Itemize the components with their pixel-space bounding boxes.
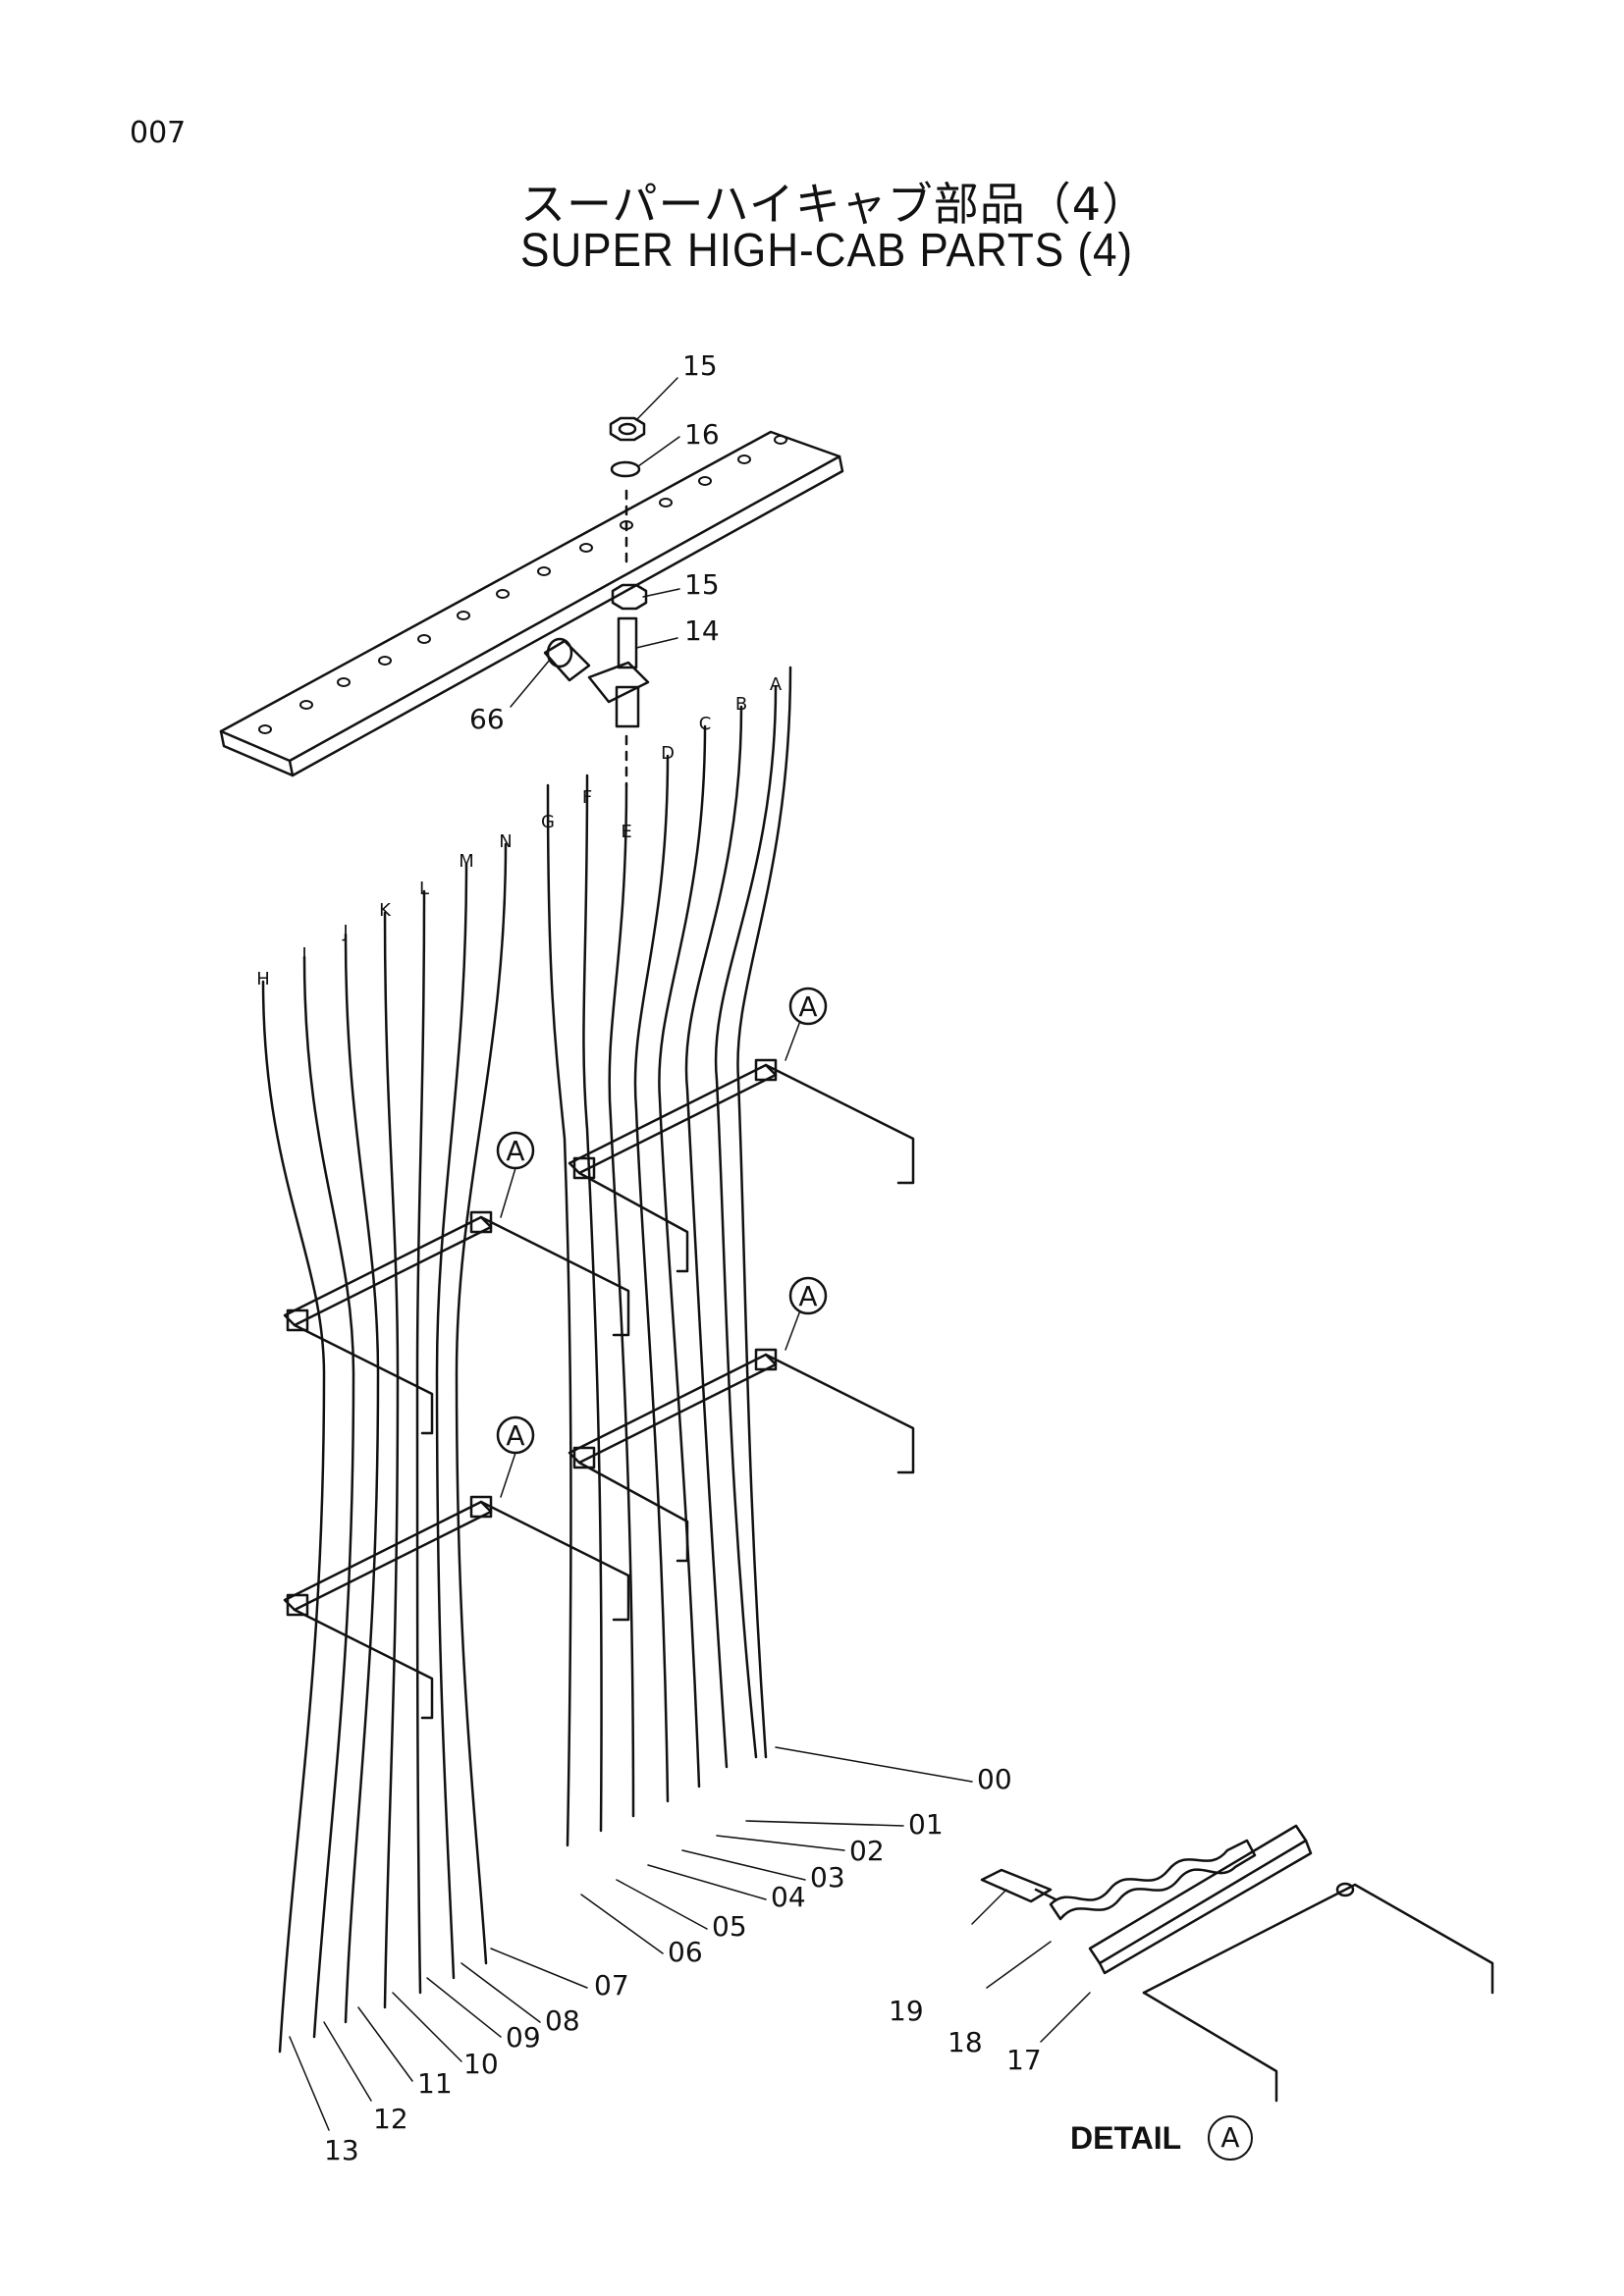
callout-14: 14 [684,614,720,647]
hose-tag-i: I [301,944,306,965]
hose-tag-d: D [661,743,675,764]
hose-tag-e: E [621,822,631,842]
clamp-bracket-upper-left [283,1210,630,1435]
callout-16: 16 [684,418,720,451]
detail-ref-label: A [798,1280,817,1312]
hose-tag-f: F [582,787,592,808]
detail-ref-circle: A [1208,2115,1253,2161]
callout-08: 08 [545,2004,580,2037]
callout-10: 10 [463,2048,499,2080]
leader-lines [289,377,1091,2131]
detail-ref-label: A [506,1135,524,1167]
callout-01: 01 [908,1808,944,1841]
hose-tag-n: N [499,831,512,852]
hose-tag-g: G [541,812,555,832]
hose-tag-c: C [699,714,712,734]
page-title-english: SUPER HIGH-CAB PARTS (4) [520,225,1134,277]
clamp-bracket-lower-left [283,1495,630,1720]
callout-13: 13 [324,2134,359,2166]
hose-group-right [546,666,792,1847]
callout-03: 03 [810,1861,845,1894]
callout-06: 06 [668,1936,703,1968]
detail-ref-a-upper-right: A [788,987,828,1026]
detail-label: DETAIL [1070,2120,1182,2156]
detail-ref-label: A [798,990,817,1023]
hose-tag-b: B [735,694,747,715]
hose-tag-m: M [459,851,474,872]
detail-ref-a-lower-right: A [788,1276,828,1315]
hose-group-left [261,842,508,2054]
callout-12: 12 [373,2103,408,2135]
page-number: 007 [130,116,187,150]
callout-18: 18 [947,2026,983,2058]
hose-tag-l: L [419,879,429,899]
detail-a-parts [980,1824,1494,2103]
callout-66: 66 [469,703,505,735]
hose-letter-tags: A B C D E F G H I J K L M N [256,674,783,989]
detail-ref-label: A [506,1419,524,1452]
mounting-plate [219,430,844,777]
detail-ref-a-lower-left: A [496,1415,535,1455]
callout-07: 07 [594,1969,629,2002]
hose-tag-a: A [770,674,783,695]
callout-09: 09 [506,2021,541,2054]
detail-ref-a-upper-left: A [496,1131,535,1170]
tee-fitting-assembly [543,416,650,787]
hose-tag-j: J [342,922,348,942]
callout-15-lower: 15 [684,568,720,601]
hose-tag-h: H [256,969,270,989]
clamp-bracket-lower-right [568,1348,915,1563]
page-title-japanese: スーパーハイキャブ部品（4） [520,178,1148,231]
detail-ref-circles: A A A A [496,987,828,1455]
callout-11: 11 [417,2067,453,2100]
callout-00: 00 [977,1763,1012,1795]
callout-02: 02 [849,1835,885,1867]
clamp-bracket-upper-right [568,1058,915,1273]
callout-04: 04 [771,1881,806,1913]
callout-17: 17 [1006,2044,1042,2076]
hose-tag-k: K [379,900,392,921]
callout-15-top: 15 [682,349,718,382]
callout-19: 19 [889,1995,924,2027]
part-callouts: 15 16 15 14 66 00 01 02 03 04 05 06 07 0… [324,349,1042,2166]
callout-05: 05 [712,1910,747,1943]
